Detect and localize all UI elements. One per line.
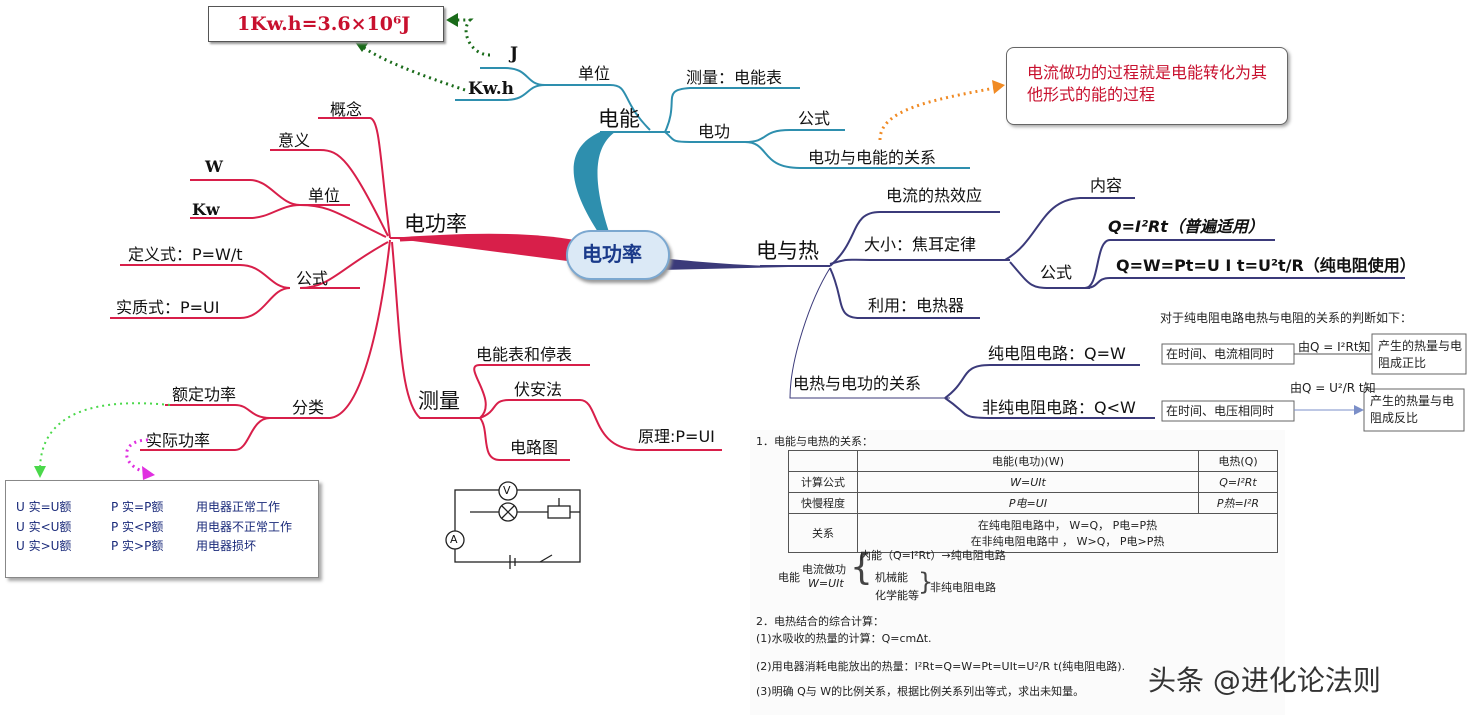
power-actual: 实际功率 <box>146 431 211 450</box>
cell: U 实>U额 <box>16 539 72 553</box>
doc-nonpure: 非纯电阻电路 <box>930 581 996 594</box>
power-unit-kw: Kw <box>192 200 220 219</box>
table-cell: P热=I²R <box>1198 492 1278 514</box>
heat-formula-2: Q=W=Pt=U I t=U²t/R（纯电阻使用） <box>1116 256 1416 275</box>
heat-content: 内容 <box>1090 176 1123 195</box>
heat-result-1: 产生的热量与电阻成正比 <box>1378 339 1463 370</box>
heat-label: 电与热 <box>756 239 819 263</box>
table-header: 电热(Q) <box>1198 450 1278 472</box>
heat-cond-1: 在时间、电流相同时 <box>1166 347 1275 361</box>
conversion-text: 1Kw.h=3.6×10⁶J <box>237 13 411 35</box>
table-cell: 关系 <box>788 513 858 553</box>
relation-nonpure: 在非纯电阻电路中 ， W>Q， P电>P热 <box>970 535 1165 548</box>
doc-section-2-title: 2．电热结合的综合计算： <box>756 615 884 628</box>
power-meaning: 意义 <box>278 131 311 150</box>
energy-note-box: 电流做功的过程就是电能转化为其他形式的能的过程 <box>1006 47 1288 125</box>
table-row: 计算公式 W=UIt Q=I²Rt <box>788 471 1278 493</box>
table-row: 关系 在纯电阻电路中， W=Q， P电=P热 在非纯电阻电路中 ， W>Q， P… <box>788 513 1278 553</box>
heat-use: 利用：电热器 <box>868 296 965 315</box>
table-cell: W=UIt <box>857 471 1199 493</box>
unit-kwh: Kw.h <box>468 79 514 99</box>
power-classify-table: U 实=U额 P 实=P额 用电器正常工作 U 实<U额 P 实<P额 用电器不… <box>5 480 319 578</box>
heat-pure: 纯电阻电路：Q=W <box>988 344 1126 363</box>
power-concept: 概念 <box>330 100 363 119</box>
table-cell: 在纯电阻电路中， W=Q， P电=P热 在非纯电阻电路中 ， W>Q， P电>P… <box>857 513 1278 553</box>
cell: U 实<U额 <box>16 520 72 534</box>
measure-stop-meter: 电能表和停表 <box>476 345 573 364</box>
power-unit: 单位 <box>308 186 341 205</box>
power-formula: 公式 <box>296 269 329 288</box>
unit-j: J <box>510 44 519 64</box>
doc-work-formula: W=UIt <box>808 577 844 590</box>
table-cell: 计算公式 <box>788 471 858 493</box>
heat-formula-1: Q=I²Rt（普遍适用） <box>1108 217 1264 236</box>
doc-panel: 1．电能与电热的关系： 电能(电功)(W) 电热(Q) 计算公式 W=UIt Q… <box>750 430 1285 715</box>
doc-energy: 电能 <box>778 571 800 584</box>
energy-note: 电流做功的过程就是电能转化为其他形式的能的过程 <box>1027 63 1268 104</box>
table-cell: P电=UI <box>857 492 1199 514</box>
heat-effect: 电流的热效应 <box>886 186 983 205</box>
measure-principle: 原理:P=UI <box>638 427 715 446</box>
energy-label: 电能 <box>598 107 640 131</box>
measure-circuit: 电路图 <box>510 438 559 457</box>
conversion-box: 1Kw.h=3.6×10⁶J <box>208 6 444 42</box>
heat-from-1: 由Q = I²Rt知 <box>1298 340 1371 354</box>
doc-calc-2: (2)用电器消耗电能放出的热量：I²Rt=Q=W=Pt=UIt=U²/R t(纯… <box>756 660 1126 673</box>
power-unit-w: W <box>205 157 223 176</box>
ammeter-label: A <box>450 533 458 546</box>
heat-nonpure: 非纯电阻电路：Q<W <box>982 398 1136 417</box>
cell: P 实>P额 <box>111 539 164 553</box>
cell: P 实=P额 <box>111 500 164 514</box>
heat-cond-2: 在时间、电压相同时 <box>1166 404 1275 418</box>
power-label: 电功率 <box>404 212 467 236</box>
root-node: 电功率 <box>566 230 670 280</box>
energy-work: 电功 <box>698 122 731 141</box>
table-cell: Q=I²Rt <box>1198 471 1278 493</box>
brace-right-icon: } <box>918 568 934 596</box>
energy-formula: 公式 <box>798 109 831 128</box>
power-rated: 额定功率 <box>172 385 237 404</box>
heat-result-2: 产生的热量与电阻成反比 <box>1370 394 1455 425</box>
cell: 用电器正常工作 <box>196 500 281 514</box>
measure-va-method: 伏安法 <box>514 380 563 399</box>
doc-mech: 机械能 <box>875 571 908 584</box>
heat-from-2: 由Q = U²/R t知 <box>1290 381 1376 395</box>
doc-internal: 内能（Q=I²Rt）→纯电阻电路 <box>860 549 1006 562</box>
brace-icon: { <box>850 547 873 588</box>
measure-label: 测量 <box>418 389 460 413</box>
cell: 用电器不正常工作 <box>196 520 293 534</box>
heat-size: 大小：焦耳定律 <box>864 235 977 254</box>
doc-calc-1: (1)水吸收的热量的计算：Q=cmΔt. <box>756 632 932 645</box>
cell: U 实=U额 <box>16 500 72 514</box>
table-row: 快慢程度 P电=UI P热=I²R <box>788 492 1278 514</box>
doc-work: 电流做功 <box>802 563 846 576</box>
energy-relation: 电功与电能的关系 <box>808 148 937 167</box>
heat-formula-label: 公式 <box>1040 263 1073 282</box>
table-cell: 快慢程度 <box>788 492 858 514</box>
energy-unit-label: 单位 <box>578 64 611 83</box>
relation-pure: 在纯电阻电路中， W=Q， P电=P热 <box>977 519 1158 532</box>
watermark: 头条 @进化论法则 <box>1148 664 1381 697</box>
power-classify: 分类 <box>292 398 325 417</box>
heat-relation: 电热与电功的关系 <box>793 374 922 393</box>
root-label: 电功率 <box>582 242 642 266</box>
cell: 用电器损坏 <box>196 539 257 553</box>
voltmeter-label: V <box>503 484 511 497</box>
doc-section-1-title: 1．电能与电热的关系： <box>756 435 873 448</box>
doc-calc-3: (3)明确 Q与 W的比例关系，根据比例关系列出等式，求出未知量。 <box>756 685 1085 698</box>
power-real-formula: 实质式：P=UI <box>116 298 220 317</box>
energy-measure: 测量：电能表 <box>686 68 783 87</box>
heat-judge-title: 对于纯电阻电路电热与电阻的关系的判断如下： <box>1160 311 1413 325</box>
power-def-formula: 定义式：P=W/t <box>128 245 243 264</box>
doc-relation-table: 电能(电功)(W) 电热(Q) 计算公式 W=UIt Q=I²Rt 快慢程度 P… <box>788 450 1278 553</box>
cell: P 实<P额 <box>111 520 164 534</box>
table-header: 电能(电功)(W) <box>857 450 1199 472</box>
doc-chem: 化学能等 <box>875 589 919 602</box>
